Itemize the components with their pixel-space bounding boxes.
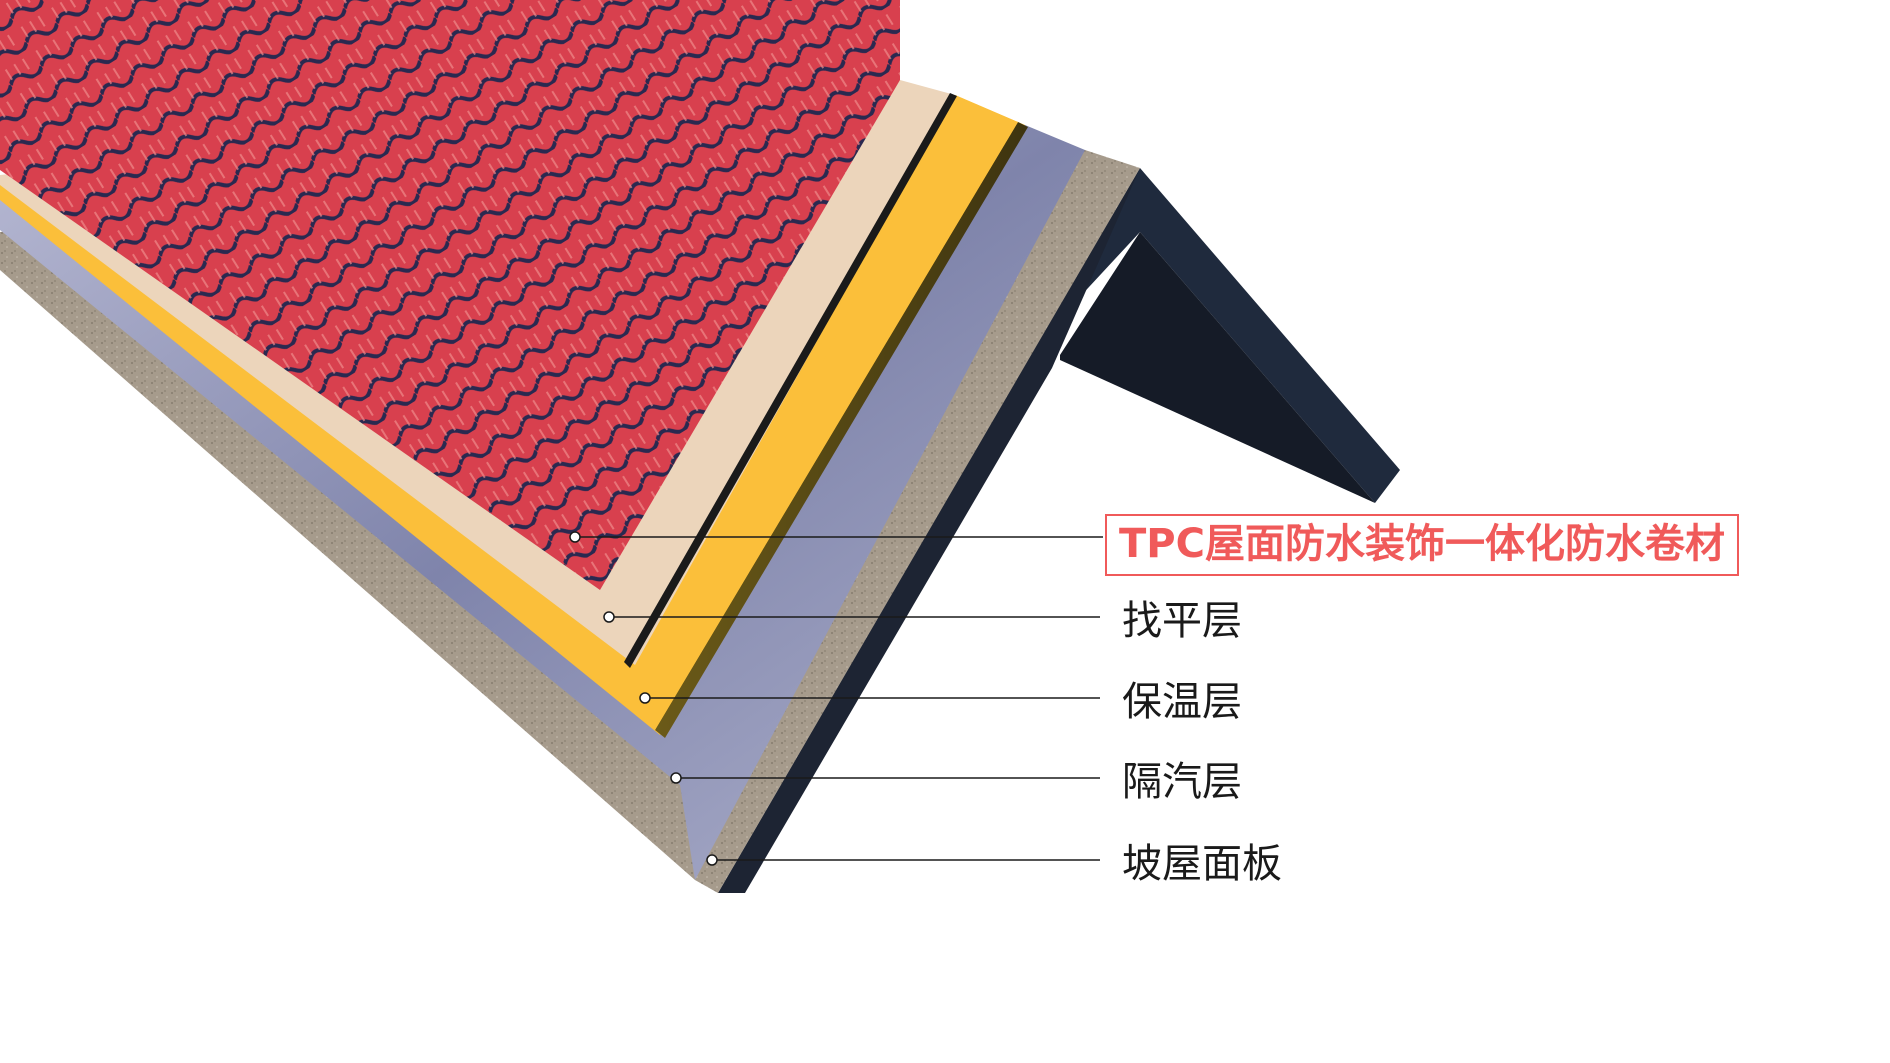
label-insulation-layer: 保温层 bbox=[1122, 679, 1242, 725]
insulation-front-face bbox=[645, 95, 1018, 730]
marker-dots bbox=[569, 531, 718, 866]
label-leveling-layer: 找平层 bbox=[1122, 598, 1242, 644]
insulation-shadow-edge bbox=[655, 122, 1028, 738]
marker-dot-vapor bbox=[670, 772, 682, 784]
label-vapor-barrier: 隔汽层 bbox=[1122, 759, 1242, 805]
substrate-inner-face bbox=[1060, 232, 1375, 503]
marker-dot-insulation bbox=[639, 692, 651, 704]
marker-dot-leveling bbox=[603, 611, 615, 623]
marker-dot-roof-panel bbox=[706, 854, 718, 866]
label-roof-panel: 坡屋面板 bbox=[1122, 841, 1282, 887]
leader-lines bbox=[578, 536, 1103, 861]
tpc-membrane-layer bbox=[0, 0, 900, 590]
leveling-dark-edge bbox=[624, 93, 957, 668]
label-tpc-membrane: TPC屋面防水装饰一体化防水卷材 bbox=[1105, 514, 1739, 576]
substrate-right-face bbox=[1035, 168, 1400, 503]
marker-dot-tpc bbox=[569, 531, 581, 543]
